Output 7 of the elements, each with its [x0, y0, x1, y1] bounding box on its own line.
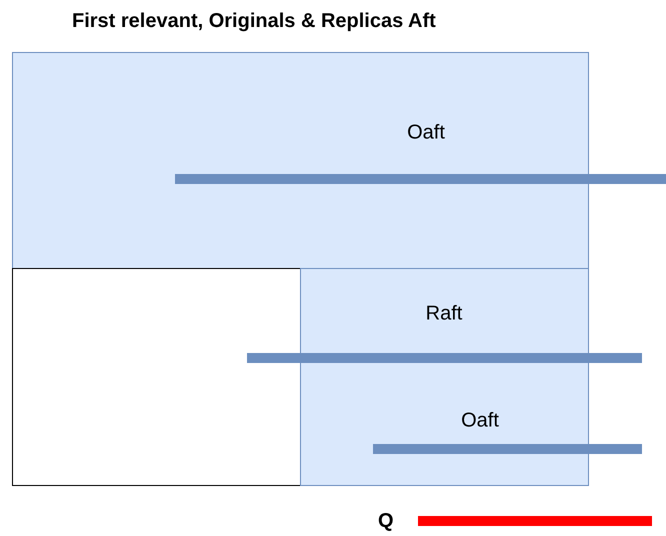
region-label: Oaft	[461, 410, 499, 432]
legend-label: Q	[378, 510, 394, 533]
region-label: Raft	[426, 302, 462, 326]
region-box	[12, 52, 589, 269]
region-box	[300, 268, 589, 486]
diagram-title: First relevant, Originals & Replicas Aft	[72, 10, 436, 33]
region-label: Oaft	[407, 122, 445, 144]
